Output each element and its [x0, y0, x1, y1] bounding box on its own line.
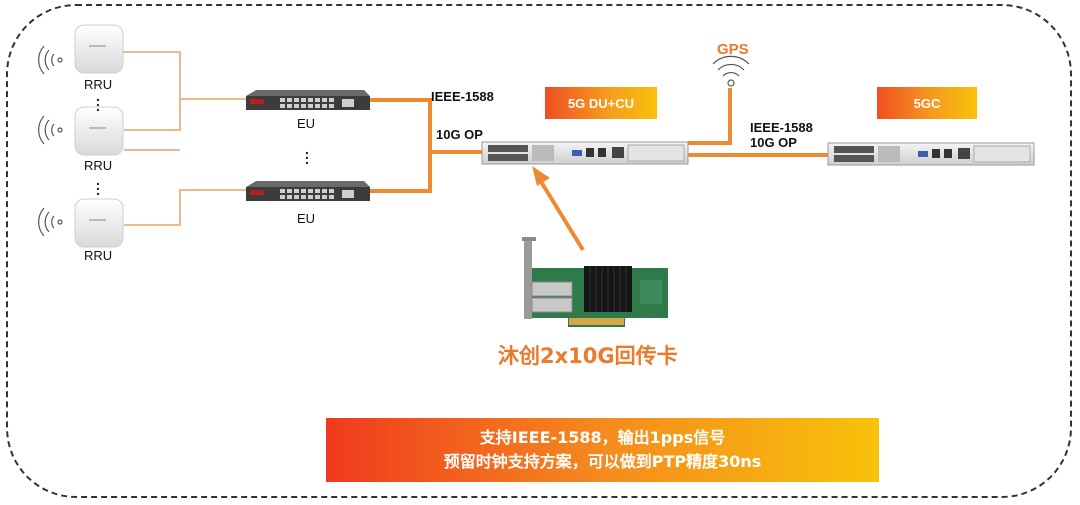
eu-du-protocol-label: IEEE-1588	[431, 89, 494, 104]
ellipsis-eu: ...	[305, 141, 309, 167]
ellipsis-rru-2: ...	[96, 172, 100, 198]
du-cu-server	[481, 141, 689, 165]
gps-antenna-icon	[712, 55, 750, 87]
eu-du-links	[370, 88, 830, 193]
rru-3	[38, 198, 124, 248]
banner-line-2: 预留时钟支持方案，可以做到PTP精度30ns	[443, 452, 762, 471]
rru-2	[38, 106, 124, 156]
eu-du-optic-label: 10G OP	[436, 127, 483, 142]
wifi-signal-icon	[38, 207, 63, 237]
eu-switch-1	[246, 90, 370, 110]
du-gc-protocol-label: IEEE-1588	[750, 120, 813, 135]
rru-1	[38, 24, 124, 75]
rru-eu-links	[122, 51, 246, 226]
du-gc-optic-label: 10G OP	[750, 135, 797, 150]
du-cu-tag: 5G DU+CU	[545, 87, 657, 119]
eu-label-2: EU	[297, 211, 316, 226]
eu-label-1: EU	[297, 116, 316, 131]
eu-switch-2	[246, 181, 370, 201]
network-card-image	[522, 237, 668, 327]
wifi-signal-icon	[38, 115, 63, 145]
wifi-signal-icon	[38, 45, 63, 75]
feature-banner: 支持IEEE-1588，输出1pps信号 预留时钟支持方案，可以做到PTP精度3…	[326, 418, 879, 482]
card-arrow	[532, 166, 585, 252]
card-title: 沐创2x10G回传卡	[498, 344, 678, 368]
gps-label: GPS	[717, 41, 749, 58]
rru-label-1: RRU	[84, 77, 113, 92]
core-tag: 5GC	[877, 87, 977, 119]
core-server	[827, 142, 1035, 166]
diagram-frame	[6, 4, 1072, 498]
banner-line-1: 支持IEEE-1588，输出1pps信号	[479, 428, 726, 447]
ellipsis-rru-1: ...	[96, 88, 100, 114]
rru-label-3: RRU	[84, 248, 113, 263]
rru-label-2: RRU	[84, 158, 113, 173]
